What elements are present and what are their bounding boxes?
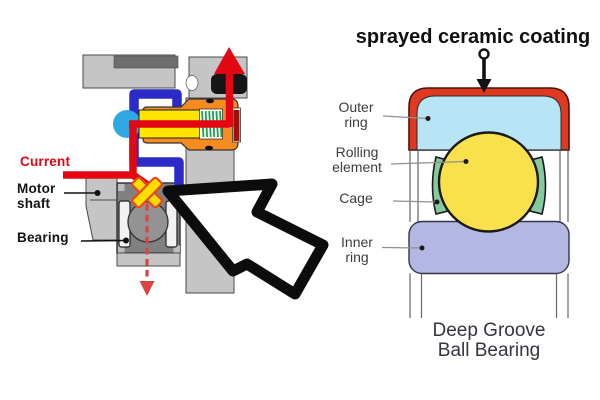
rolling-element-label: Rolling element bbox=[332, 144, 382, 175]
motor-shaft-shape bbox=[85, 175, 118, 241]
current-path bbox=[63, 47, 245, 190]
coating-title: sprayed ceramic coating bbox=[355, 26, 591, 48]
coating-pointer-arrow bbox=[476, 48, 492, 93]
outer-ring-label: Outer ring bbox=[338, 99, 374, 130]
short-circuit-x-icon bbox=[131, 176, 163, 209]
outer-ring-shape bbox=[416, 95, 562, 151]
wire-slot bbox=[233, 110, 240, 141]
bore-notch bbox=[185, 75, 199, 91]
right-pointer-lines bbox=[381, 115, 467, 249]
bearing-label: Bearing bbox=[17, 230, 69, 245]
inner-ring-label: Inner ring bbox=[341, 234, 373, 265]
shaft-lines bbox=[409, 273, 569, 318]
current-arrowhead bbox=[214, 47, 245, 74]
motor-shaft-label: Motor shaft bbox=[17, 181, 56, 211]
stator-inner-block bbox=[113, 55, 179, 69]
cage-label: Cage bbox=[339, 190, 373, 206]
bearing-caption: Deep Groove Ball Bearing bbox=[432, 320, 546, 361]
left-pointer-lines bbox=[64, 192, 127, 242]
current-label: Current bbox=[20, 154, 71, 169]
ball-bearing-diagram bbox=[381, 48, 570, 318]
raceway-walls bbox=[409, 150, 569, 222]
shaft-current-dashed-arrow bbox=[139, 204, 155, 296]
rolling-element-shape bbox=[437, 131, 540, 233]
highlight-arrow-icon bbox=[162, 178, 329, 300]
